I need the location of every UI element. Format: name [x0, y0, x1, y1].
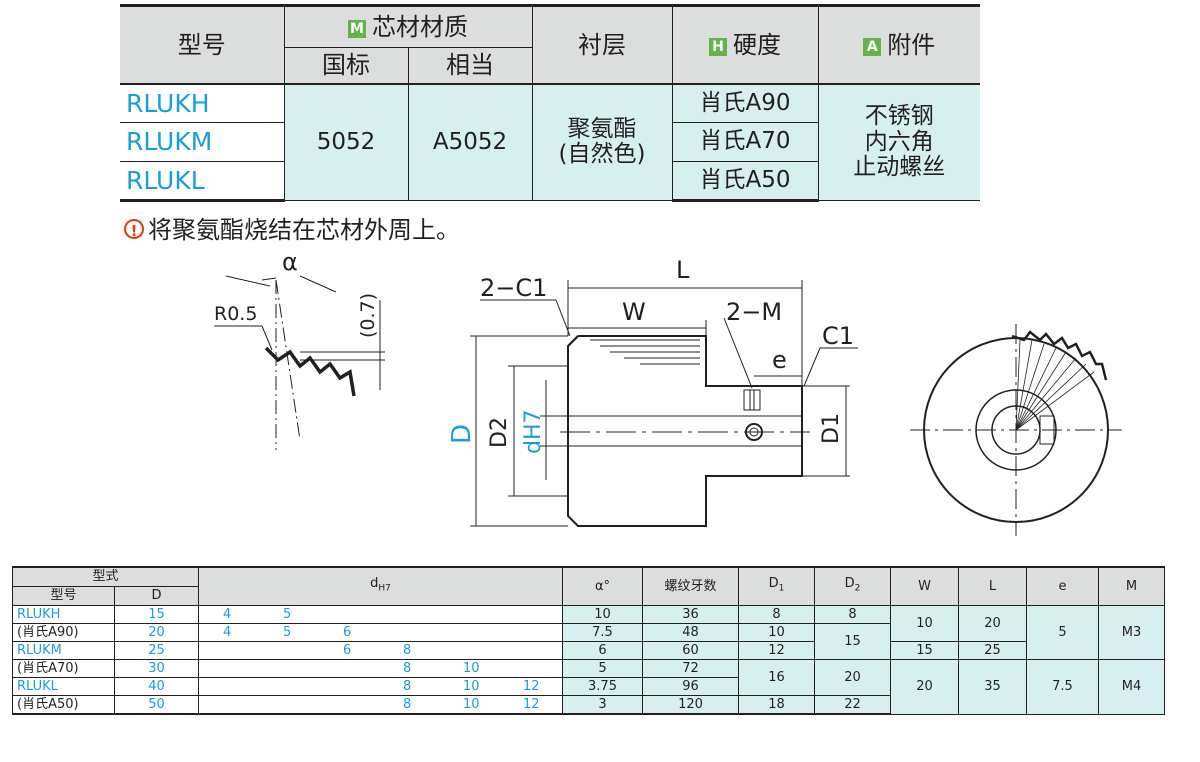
front-view — [910, 324, 1122, 536]
label-dH7: dH7 — [521, 409, 546, 454]
label-D: D — [447, 424, 477, 444]
label-h07: (0.7) — [357, 293, 379, 338]
header-M: M — [1098, 566, 1165, 606]
side-view — [470, 280, 858, 527]
label-2m: 2−M — [726, 298, 782, 326]
label-D2: D2 — [487, 417, 512, 448]
tooth-detail — [214, 275, 385, 450]
hardness-a70: 肖氏A70 — [671, 122, 819, 162]
header-national: 国标 — [283, 47, 409, 84]
technical-drawing: α R0.5 (0.7) — [214, 248, 1122, 536]
label-W: W — [622, 298, 646, 326]
header-type: 型式 — [12, 566, 199, 587]
label-e: e — [772, 346, 787, 374]
label-r05: R0.5 — [214, 303, 257, 325]
dimension-table: 型式 dH7 α° 螺纹牙数 D1 D2 W L e M 型号 D RLUKH … — [12, 566, 1165, 715]
model-rlukh: RLUKH — [120, 82, 285, 123]
note-text: !将聚氨酯烧结在芯材外周上。 — [124, 210, 460, 245]
header-D1: D1 — [738, 566, 815, 606]
core-badge-icon: M — [348, 19, 366, 38]
header-d: dH7 — [198, 566, 563, 606]
model-rlukl: RLUKL — [120, 161, 285, 202]
header-D2: D2 — [814, 566, 891, 606]
warning-icon: ! — [124, 219, 144, 240]
label-C1: C1 — [822, 322, 854, 350]
header-e: e — [1026, 566, 1099, 606]
label-alpha: α — [282, 248, 298, 276]
core-national: 5052 — [283, 82, 409, 201]
layer-material: 聚氨酯 (自然色) — [531, 82, 673, 201]
label-2c1: 2−C1 — [480, 274, 547, 302]
accessory-text: 不锈钢 内六角 止动螺丝 — [817, 82, 980, 201]
model-rlukm: RLUKM — [120, 122, 285, 162]
hardness-a90: 肖氏A90 — [671, 82, 819, 123]
header-L: L — [958, 566, 1027, 606]
core-equivalent: A5052 — [407, 82, 533, 201]
header-alpha: α° — [562, 566, 643, 606]
hardness-badge-icon: H — [709, 37, 727, 56]
header-layer: 衬层 — [531, 4, 673, 84]
header-equivalent: 相当 — [407, 47, 533, 84]
accessory-badge-icon: A — [863, 37, 882, 56]
header-model: 型号 — [12, 586, 115, 606]
label-L: L — [676, 256, 690, 284]
label-D1: D1 — [819, 413, 844, 444]
header-teeth: 螺纹牙数 — [642, 566, 739, 606]
header-W: W — [890, 566, 959, 606]
header-model: 型号 — [120, 4, 285, 84]
header-D: D — [114, 586, 199, 606]
hardness-a50: 肖氏A50 — [671, 161, 819, 202]
